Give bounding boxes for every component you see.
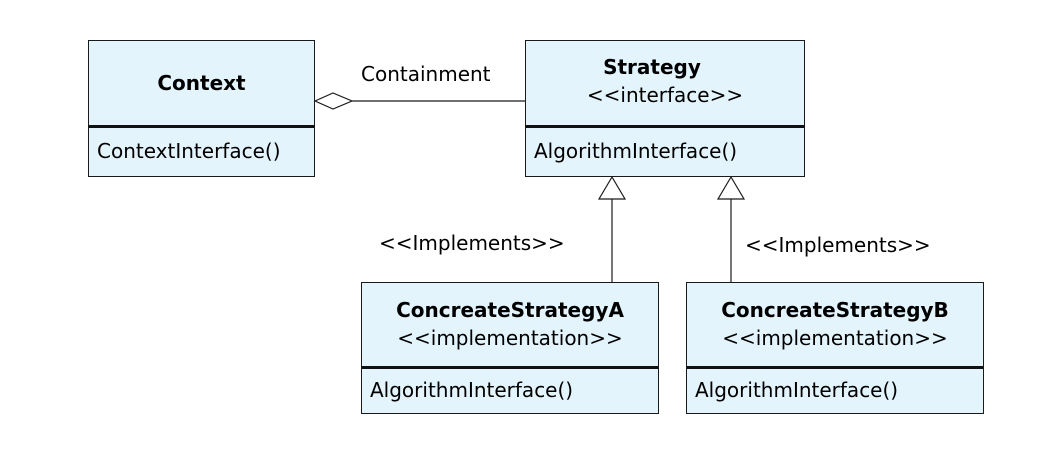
- implements-label-a: <<Implements>>: [379, 231, 565, 255]
- class-strategy-name: Strategy: [603, 55, 701, 79]
- implements-label-b: <<Implements>>: [745, 233, 931, 257]
- class-context-name: Context: [157, 71, 246, 95]
- class-context-header: Context: [89, 41, 314, 128]
- realization-arrowhead-a-icon: [597, 175, 627, 200]
- class-concrete-strategy-a-operations: AlgorithmInterface(): [362, 367, 658, 413]
- class-concrete-strategy-a-header: ConcreateStrategyA <<implementation>>: [362, 283, 658, 369]
- class-strategy-operations: AlgorithmInterface(): [526, 126, 804, 176]
- class-concrete-strategy-b-operation: AlgorithmInterface(): [695, 378, 899, 402]
- class-strategy-operation: AlgorithmInterface(): [534, 139, 738, 163]
- class-concrete-strategy-b-stereotype: <<implementation>>: [722, 325, 948, 350]
- class-concrete-strategy-a: ConcreateStrategyA <<implementation>> Al…: [361, 282, 659, 414]
- class-concrete-strategy-b: ConcreateStrategyB <<implementation>> Al…: [686, 282, 984, 414]
- class-concrete-strategy-a-stereotype: <<implementation>>: [397, 325, 623, 350]
- class-context-operations: ContextInterface(): [89, 126, 314, 176]
- class-concrete-strategy-b-header: ConcreateStrategyB <<implementation>>: [687, 283, 983, 369]
- class-context-operation: ContextInterface(): [97, 139, 281, 163]
- aggregation-diamond-icon: [313, 92, 354, 110]
- containment-label: Containment: [361, 62, 491, 86]
- class-strategy: Strategy <<interface>> AlgorithmInterfac…: [525, 40, 805, 177]
- class-concrete-strategy-a-operation: AlgorithmInterface(): [370, 378, 574, 402]
- class-concrete-strategy-b-name: ConcreateStrategyB: [721, 297, 949, 322]
- class-strategy-header: Strategy <<interface>>: [526, 41, 804, 128]
- class-concrete-strategy-a-name: ConcreateStrategyA: [396, 297, 624, 322]
- class-context: Context ContextInterface(): [88, 40, 315, 177]
- class-concrete-strategy-b-operations: AlgorithmInterface(): [687, 367, 983, 413]
- realization-arrowhead-b-icon: [716, 175, 746, 200]
- class-strategy-stereotype: <<interface>>: [586, 83, 744, 107]
